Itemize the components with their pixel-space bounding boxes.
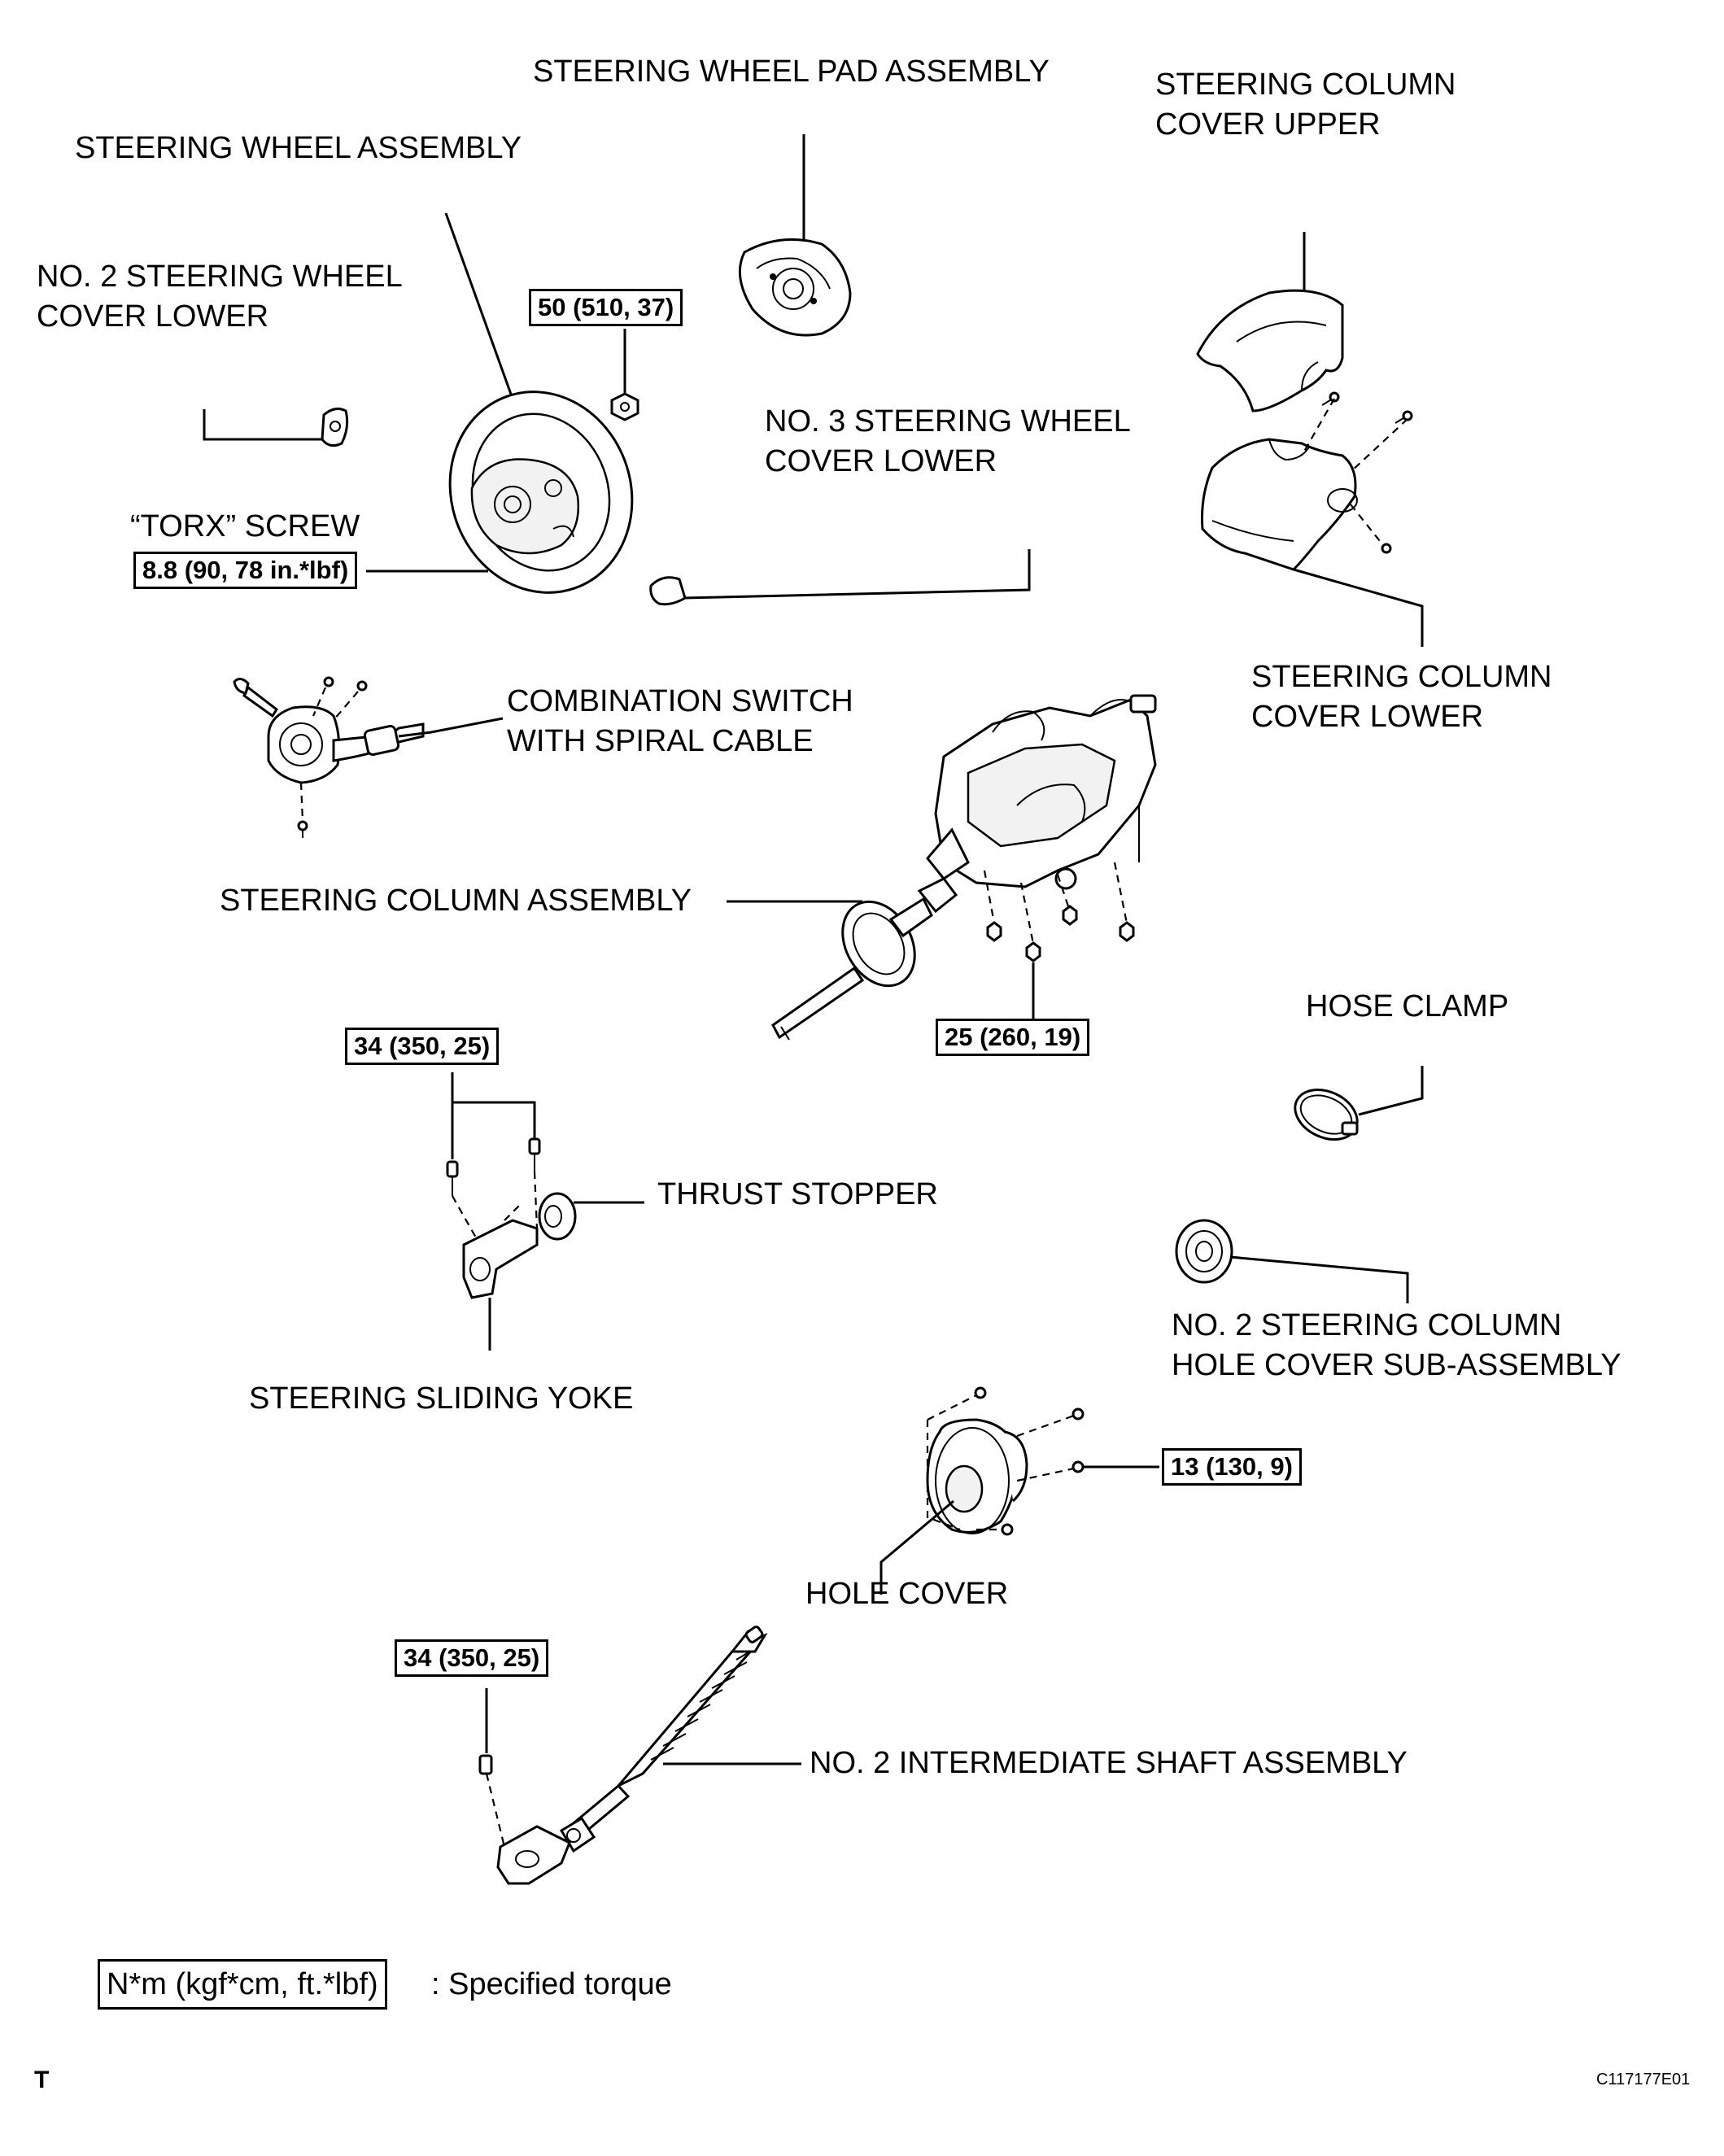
figure-id: C117177E01	[1596, 2071, 1691, 2088]
torque-wheel-nut: 50 (510, 37)	[529, 289, 683, 326]
hose-clamp-part	[1294, 1066, 1424, 1141]
label-no2-column-hole-cover-line2: HOLE COVER SUB-ASSEMBLY	[1172, 1348, 1621, 1382]
steering-column-part	[727, 694, 1157, 1041]
label-hose-clamp: HOSE CLAMP	[1306, 989, 1509, 1023]
label-steering-wheel-assembly: STEERING WHEEL ASSEMBLY	[75, 131, 522, 165]
legend-unit-text: : Specified torque	[431, 1967, 672, 2001]
steering-wheel-pad-part	[738, 134, 852, 337]
label-no2-wheel-cover-lower-line2: COVER LOWER	[37, 299, 269, 334]
label-steering-column-cover-lower-line2: COVER LOWER	[1251, 700, 1484, 734]
label-steering-column-cover-upper-line2: COVER UPPER	[1155, 107, 1381, 142]
label-combination-switch-line2: WITH SPIRAL CABLE	[507, 724, 814, 758]
label-torx-screw: “TORX” SCREW	[130, 509, 360, 543]
label-combination-switch-line1: COMBINATION SWITCH	[507, 684, 853, 718]
label-no2-column-hole-cover-line1: NO. 2 STEERING COLUMN	[1172, 1308, 1562, 1342]
hole-cover-part	[879, 1386, 1159, 1595]
label-steering-column-cover-lower-line1: STEERING COLUMN	[1251, 660, 1552, 694]
torque-torx-screw: 8.8 (90, 78 in.*lbf)	[133, 552, 358, 589]
label-steering-sliding-yoke: STEERING SLIDING YOKE	[249, 1381, 634, 1416]
torque-sliding-yoke-bolts: 34 (350, 25)	[345, 1028, 500, 1065]
label-steering-wheel-pad-assembly: STEERING WHEEL PAD ASSEMBLY	[533, 55, 1050, 89]
corner-mark: T	[34, 2067, 50, 2093]
label-no2-intermediate-shaft: NO. 2 INTERMEDIATE SHAFT ASSEMBLY	[810, 1746, 1408, 1780]
legend-unit-box: N*m (kgf*cm, ft.*lbf)	[98, 1959, 387, 2010]
torque-intermediate-shaft-bolt: 34 (350, 25)	[395, 1639, 549, 1677]
torque-hole-cover-bolts: 13 (130, 9)	[1162, 1448, 1302, 1486]
label-steering-column-assembly: STEERING COLUMN ASSEMBLY	[220, 884, 692, 918]
label-no3-wheel-cover-lower-line2: COVER LOWER	[765, 444, 997, 478]
sliding-yoke-part	[446, 1072, 644, 1351]
no2-column-hole-cover-part	[1175, 1219, 1409, 1303]
label-hole-cover: HOLE COVER	[805, 1577, 1009, 1611]
no2-steering-wheel-cover-lower-part	[203, 407, 349, 447]
steering-column-cover-upper-part	[1196, 232, 1413, 424]
label-steering-column-cover-upper-line1: STEERING COLUMN	[1155, 68, 1456, 102]
steering-wheel-part	[366, 212, 639, 594]
label-no2-wheel-cover-lower-line1: NO. 2 STEERING WHEEL	[37, 260, 403, 294]
intermediate-shaft-part	[478, 1626, 801, 1885]
label-thrust-stopper: THRUST STOPPER	[657, 1177, 938, 1211]
no3-steering-wheel-cover-lower-part	[649, 549, 1031, 606]
steering-column-cover-lower-part	[1201, 398, 1424, 647]
label-no3-wheel-cover-lower-line1: NO. 3 STEERING WHEEL	[765, 404, 1131, 439]
combination-switch-part	[233, 676, 504, 838]
torque-column-bolts: 25 (260, 19)	[936, 1019, 1090, 1056]
